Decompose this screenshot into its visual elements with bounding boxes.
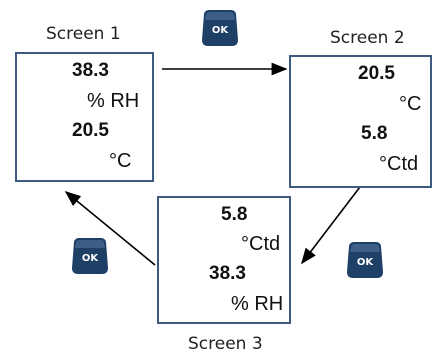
screen-2-line-2: °C [399,93,422,115]
screen-3-line-4: % RH [231,293,284,315]
screen-3-line-3: 38.3 [209,263,246,284]
ok-button-right-label: OK [357,257,375,268]
ok-button-right[interactable]: OK [345,240,385,280]
screen-1-line-4: °C [109,150,132,172]
screen-2-line-3: 5.8 [361,123,388,144]
screen-3-line-2: °Ctd [241,233,281,255]
ok-button-left[interactable]: OK [70,236,110,276]
ok-button-top[interactable]: OK [200,8,240,48]
ok-button-top-label: OK [212,25,230,36]
screen-3: 5.8 °Ctd 38.3 % RH [157,196,291,324]
screen-2-line-1: 20.5 [358,63,395,84]
screen-1-line-2: % RH [87,90,140,112]
screen-2: 20.5 °C 5.8 °Ctd [289,55,432,188]
screen-3-caption: Screen 3 [188,334,263,354]
screen-1-caption: Screen 1 [46,24,121,44]
screen-1-line-1: 38.3 [72,60,109,81]
arrow-screen2-to-screen3 [301,182,364,265]
screen-2-line-4: °Ctd [379,153,419,175]
ok-button-left-label: OK [82,253,100,264]
screen-1: 38.3 % RH 20.5 °C [15,52,154,182]
screen-3-line-1: 5.8 [221,204,248,225]
screen-1-line-3: 20.5 [72,120,109,141]
arrow-screen3-to-screen1 [64,190,156,266]
screen-2-caption: Screen 2 [330,28,405,48]
